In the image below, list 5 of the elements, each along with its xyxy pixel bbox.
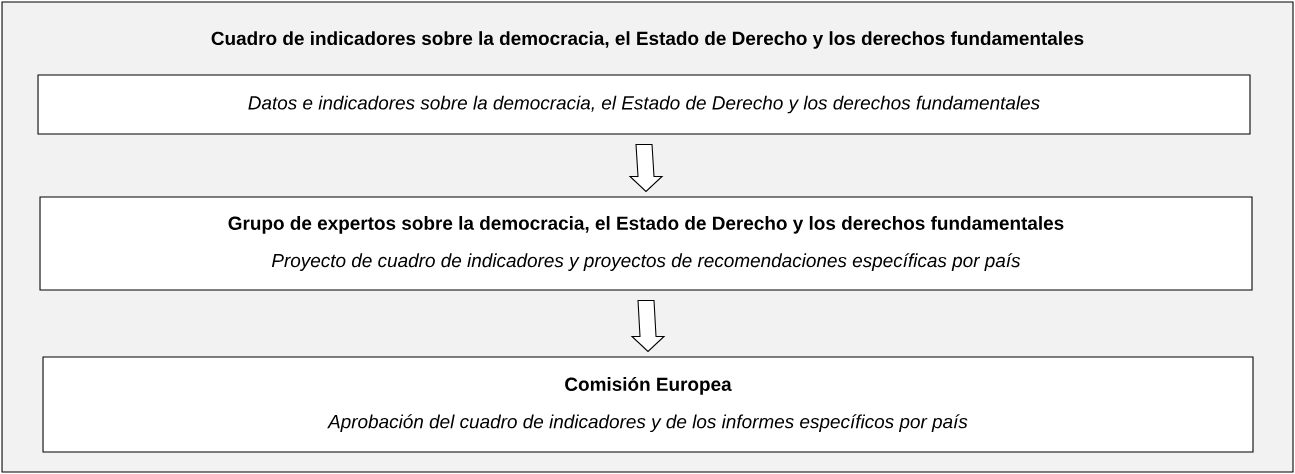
process-box: Datos e indicadores sobre la democracia, el Estado de Derecho y los derechos fundamentales	[37, 74, 1251, 135]
block-arrow	[630, 300, 666, 353]
process-box: Comisión Europea Aprobación del cuadro de indicadores y de los informes específicos por país	[42, 356, 1254, 453]
process-box: Grupo de expertos sobre la democracia, el Estado de Derecho y los derechos fundamentales Proyecto de cuadro de indicadores y proyectos de recomendaciones específicas por país	[39, 196, 1253, 291]
block-arrow	[628, 144, 664, 193]
